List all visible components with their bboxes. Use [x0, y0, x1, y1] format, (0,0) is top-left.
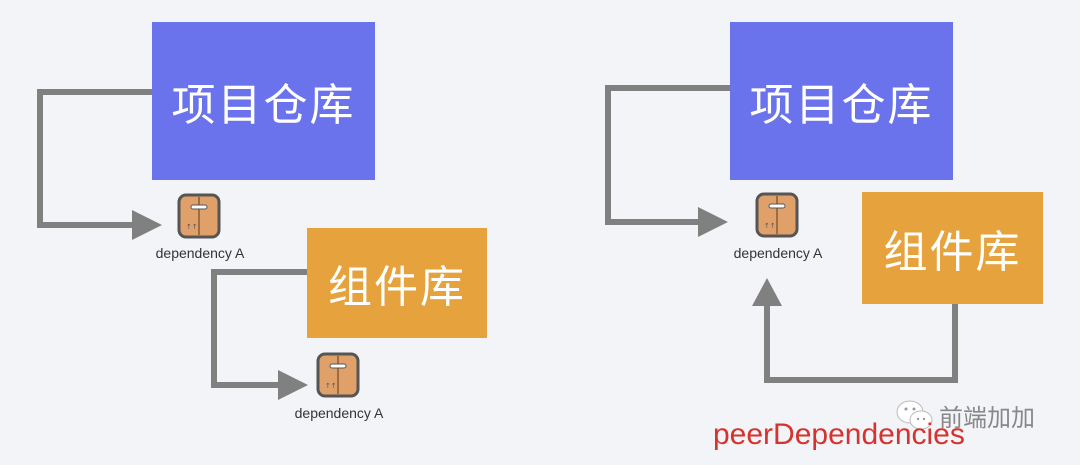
arrow-right-lib-peer: [764, 304, 958, 383]
watermark: 前端加加: [895, 398, 1035, 433]
svg-text:↑↑: ↑↑: [325, 382, 337, 390]
component-lib-label: 组件库: [328, 262, 466, 313]
svg-text:↑↑: ↑↑: [764, 222, 776, 230]
package-icon: ↑↑: [177, 193, 221, 239]
project-repo-box: 项目仓库: [152, 22, 375, 180]
dependency-label: dependency A: [733, 245, 823, 261]
component-lib-box: 组件库: [307, 228, 487, 338]
project-repo-box: 项目仓库: [730, 22, 953, 180]
dependency-label: dependency A: [155, 245, 245, 261]
package-icon: ↑↑: [755, 192, 799, 238]
arrowhead: [132, 210, 162, 240]
package-icon: ↑↑: [316, 352, 360, 398]
dependency-label: dependency A: [294, 405, 384, 421]
arrow-left-lib-dep: [211, 269, 307, 388]
arrow-right-repo-dep: [605, 85, 730, 225]
arrowhead: [752, 278, 782, 306]
arrow-left-repo-dep: [37, 89, 152, 228]
svg-text:↑↑: ↑↑: [186, 223, 198, 231]
component-lib-box: 组件库: [862, 192, 1043, 304]
watermark-text: 前端加加: [939, 404, 1035, 432]
project-repo-label: 项目仓库: [171, 80, 356, 131]
peer-dependencies-caption: peerDependencies: [713, 418, 965, 451]
arrowhead: [278, 370, 308, 400]
wechat-icon: [896, 400, 933, 429]
arrowhead: [698, 207, 728, 237]
project-repo-label: 项目仓库: [749, 80, 934, 131]
component-lib-label: 组件库: [883, 227, 1022, 278]
